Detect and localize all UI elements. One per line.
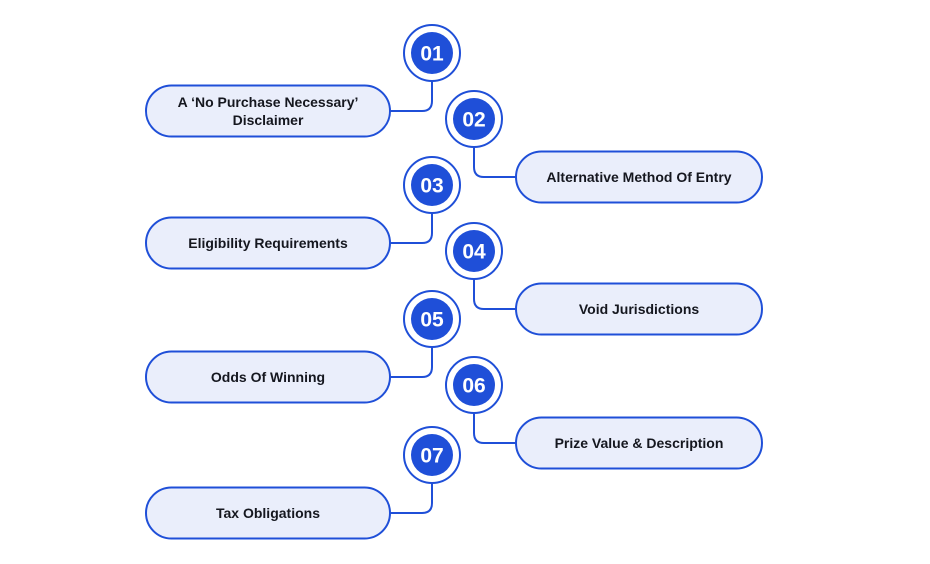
step-label: Void Jurisdictions [579,301,700,317]
step-03: Eligibility Requirements 03 [145,156,461,270]
badge-circle [453,98,495,140]
step-02: Alternative Method Of Entry 02 [445,90,763,204]
connector-elbow [473,279,516,310]
step-number: 02 [462,109,485,132]
step-pill [145,350,391,404]
step-pill [515,150,763,204]
step-label: Eligibility Requirements [188,235,348,251]
step-number: 07 [420,445,443,468]
badge-circle [453,364,495,406]
badge-circle [411,164,453,206]
step-label: Prize Value & Description [555,435,724,451]
badge-circle [411,434,453,476]
step-label: Alternative Method Of Entry [546,169,731,185]
step-01: A ‘No Purchase Necessary’ Disclaimer 01 [145,24,461,138]
step-pill [145,486,391,540]
connector-elbow [390,347,433,378]
connector-elbow [390,81,433,112]
step-number: 03 [420,175,443,198]
step-label: Tax Obligations [216,505,320,521]
badge-circle [453,230,495,272]
connector-elbow [473,413,516,444]
step-05: Odds Of Winning 05 [145,290,461,404]
step-pill [145,216,391,270]
step-label: A ‘No Purchase Necessary’ [178,94,359,110]
connector-elbow [390,213,433,244]
step-pill [145,84,391,138]
badge-circle [411,32,453,74]
badge-circle [411,298,453,340]
step-label: Odds Of Winning [211,369,325,385]
step-number: 01 [420,43,444,66]
step-number: 05 [420,309,444,332]
step-pill [515,282,763,336]
step-pill [515,416,763,470]
connector-elbow [390,483,433,514]
step-06: Prize Value & Description 06 [445,356,763,470]
step-07: Tax Obligations 07 [145,426,461,540]
step-number: 04 [462,241,486,264]
step-number: 06 [462,375,485,398]
step-label: Disclaimer [233,112,304,128]
step-04: Void Jurisdictions 04 [445,222,763,336]
connector-elbow [473,147,516,178]
